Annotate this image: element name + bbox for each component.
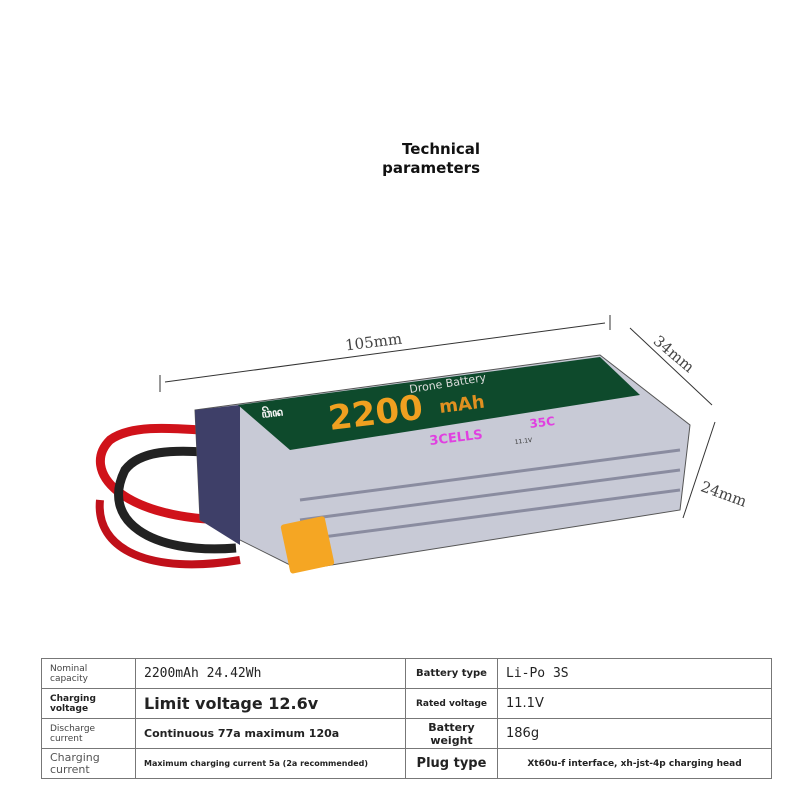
spec-label: Rated voltage	[405, 688, 498, 719]
label-voltage: 11.1V	[514, 437, 533, 446]
spec-value: Maximum charging current 5a (2a recommen…	[135, 748, 406, 779]
spec-value: 2200mAh 24.42Wh	[135, 658, 406, 689]
spec-value: 11.1V	[497, 688, 772, 719]
title-line2: parameters	[382, 159, 480, 177]
title-line1: Technical	[402, 140, 480, 158]
wire-black	[114, 446, 237, 554]
battery-end-cap	[195, 405, 240, 545]
spec-label: Charging voltage	[41, 688, 136, 719]
spec-label: Plug type	[405, 748, 498, 779]
table-row: Charging voltage Limit voltage 12.6v Rat…	[41, 688, 772, 719]
wire-red-2	[95, 499, 241, 569]
table-row: Charging current Maximum charging curren…	[41, 748, 772, 779]
spec-label: Battery type	[405, 658, 498, 689]
spec-value: Continuous 77a maximum 120a	[135, 718, 406, 749]
spec-label: Charging current	[41, 748, 136, 779]
spec-value: Li-Po 3S	[497, 658, 772, 689]
spec-table: Nominal capacity 2200mAh 24.42Wh Battery…	[41, 658, 772, 779]
battery-label	[238, 357, 640, 450]
spec-value: Xt60u-f interface, xh-jst-4p charging he…	[497, 748, 772, 779]
spec-value: 186g	[497, 718, 772, 749]
spec-label: Battery weight	[405, 718, 498, 749]
xt60-connector	[280, 516, 335, 574]
spec-label: Nominal capacity	[41, 658, 136, 689]
label-rate: 35C	[529, 414, 556, 431]
table-row: Discharge current Continuous 77a maximum…	[41, 718, 772, 749]
battery-illustration: ꦮꦼꦤ 2200 mAh Drone Battery 3CELLS 35C 11…	[95, 315, 716, 574]
wire-red	[95, 423, 233, 525]
label-brand: ꦮꦼꦤ	[261, 403, 284, 421]
page-title: Technical parameters	[360, 140, 480, 178]
table-row: Nominal capacity 2200mAh 24.42Wh Battery…	[41, 658, 772, 689]
label-cells: 3CELLS	[429, 428, 484, 449]
length-line	[164, 322, 606, 383]
height-line	[682, 421, 716, 519]
spec-value: Limit voltage 12.6v	[135, 688, 406, 719]
dimension-lines	[159, 315, 716, 519]
spec-label: Discharge current	[41, 718, 136, 749]
width-line	[629, 327, 713, 406]
